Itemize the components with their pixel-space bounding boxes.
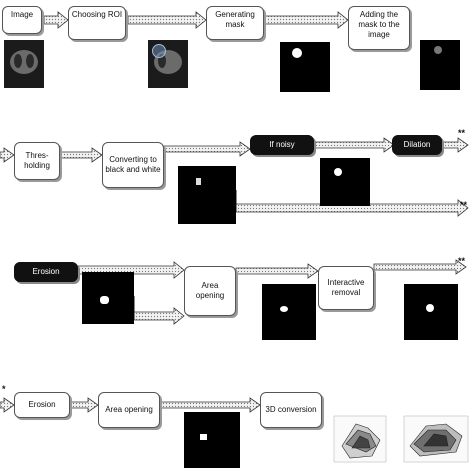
continue-marker-1: ** <box>458 128 466 138</box>
step-erosion-1: Erosion <box>14 262 78 282</box>
arrow-r2-2 <box>163 141 251 157</box>
arrow-r4-2 <box>69 397 99 413</box>
step-erosion-2: Erosion <box>14 392 70 418</box>
step-area-opening-1: Area opening <box>184 266 236 316</box>
step-generating-mask: Generating mask <box>206 6 264 40</box>
continue-marker-2: ** <box>460 200 468 210</box>
step-3d-conversion: 3D conversion <box>260 392 322 428</box>
arrow-r4-3 <box>159 397 261 413</box>
arrow-r2-1 <box>59 147 103 163</box>
noisy-image <box>320 158 370 206</box>
arrow-r2-4 <box>441 137 469 153</box>
3d-render-2 <box>403 415 469 463</box>
arrow-r2-5 <box>235 199 469 217</box>
arrow-r2-0 <box>0 147 15 163</box>
arrow-r3-3 <box>373 259 467 275</box>
ct-image-2 <box>148 40 188 88</box>
arrow-r1-3 <box>264 11 349 29</box>
arrow-r3-2 <box>235 263 319 279</box>
arrow-r3-4 <box>133 307 185 325</box>
step-area-opening-2: Area opening <box>98 392 160 428</box>
cleaned-image <box>404 284 458 340</box>
arrow-r1-1 <box>43 11 69 29</box>
step-thresholding: Thres- holding <box>14 142 60 180</box>
mask-image <box>280 42 330 92</box>
step-adding-mask: Adding the mask to the image <box>348 6 410 50</box>
step-choosing-roi: Choosing ROI <box>68 6 126 40</box>
final-mask-image <box>184 412 240 468</box>
bw-image <box>178 166 236 224</box>
continue-marker-3: ** <box>458 256 466 266</box>
step-interactive-removal: Interactive removal <box>318 266 374 310</box>
eroded-image <box>82 272 134 324</box>
arrow-r1-2 <box>127 11 207 29</box>
arrow-r2-3 <box>313 137 395 153</box>
step-converting-bw: Converting to black and white <box>102 142 164 188</box>
step-image: Image <box>2 6 42 34</box>
step-if-noisy: If noisy <box>250 135 314 155</box>
3d-render-1 <box>333 415 387 463</box>
area-opened-image <box>262 284 316 340</box>
start-marker: * <box>2 384 6 394</box>
ct-image-1 <box>4 40 44 88</box>
step-dilation: Dilation <box>392 135 442 155</box>
arrow-r4-1 <box>0 397 15 413</box>
masked-image <box>420 40 460 90</box>
